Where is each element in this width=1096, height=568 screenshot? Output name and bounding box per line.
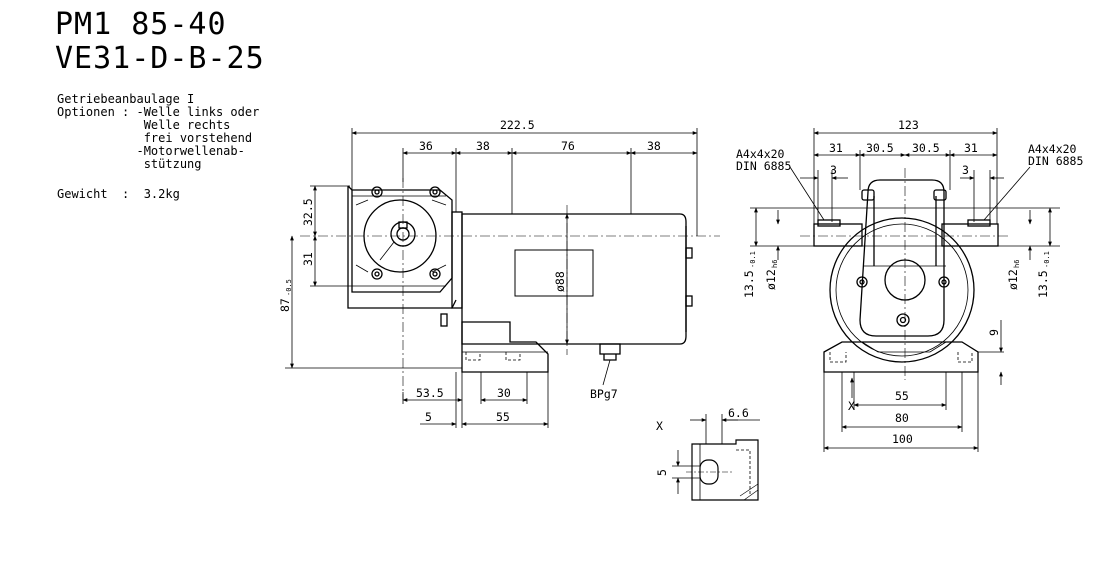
dim-30-5-right: 30.5 <box>912 141 940 155</box>
spec-options-2: Welle rechts <box>57 118 231 132</box>
spec-options-1: Optionen : -Welle links oder <box>57 105 260 119</box>
connector-label: BPg7 <box>590 387 618 401</box>
dim-13-5-left-tol: -0.1 <box>749 251 757 268</box>
key-spec-left-1: A4x4x20 <box>736 147 785 161</box>
dim-31: 31 <box>301 252 315 266</box>
key-spec-right-2: DIN 6885 <box>1028 154 1083 168</box>
dim-87-tolerance: -0.5 <box>285 279 293 296</box>
dim-shaft-dia-right: ø12 <box>1006 269 1020 290</box>
dim-total-length: 222.5 <box>500 118 535 132</box>
dim-38-right: 38 <box>647 139 661 153</box>
dim-key-3-left: 3 <box>830 163 837 177</box>
dim-76: 76 <box>561 139 575 153</box>
key-spec-left-2: DIN 6885 <box>736 159 791 173</box>
dim-13-5-left: 13.5 <box>742 270 756 298</box>
drawing-title-model: PM1 85-40 <box>55 7 227 42</box>
spec-options-3: frei vorstehend <box>57 131 253 145</box>
detail-x-label: X <box>656 419 663 433</box>
dim-shaft-dia-left: ø12 <box>764 269 778 290</box>
dim-front-80: 80 <box>895 411 909 425</box>
dim-13-5-right-tol: -0.1 <box>1043 251 1051 268</box>
dim-36: 36 <box>419 139 433 153</box>
spec-weight: Gewicht : 3.2kg <box>57 187 180 201</box>
dim-9: 9 <box>987 329 1001 336</box>
spec-mounting-position: Getriebeanbaulage I <box>57 92 195 106</box>
dim-123: 123 <box>898 118 919 132</box>
dim-key-3-right: 3 <box>962 163 969 177</box>
spec-options-5: stützung <box>57 157 202 171</box>
dim-87: 87 <box>278 298 292 312</box>
dim-53-5: 53.5 <box>416 386 444 400</box>
dim-38-left: 38 <box>476 139 490 153</box>
section-mark-x: X <box>848 399 855 413</box>
spec-options-4: -Motorwellenab- <box>57 144 245 158</box>
dim-31-left: 31 <box>829 141 843 155</box>
dim-front-100: 100 <box>892 432 913 446</box>
side-view <box>347 185 693 373</box>
dim-55: 55 <box>496 410 510 424</box>
dim-detail-5: 5 <box>655 469 669 476</box>
dim-31-right: 31 <box>964 141 978 155</box>
dim-shaft-dia-left-tol: h6 <box>771 260 779 268</box>
dim-13-5-right: 13.5 <box>1036 270 1050 298</box>
dim-shaft-dia-right-tol: h6 <box>1013 260 1021 268</box>
dim-30: 30 <box>497 386 511 400</box>
dim-6-6: 6.6 <box>728 406 749 420</box>
dim-32-5: 32.5 <box>301 198 315 226</box>
key-spec-right-1: A4x4x20 <box>1028 142 1077 156</box>
dim-30-5-left: 30.5 <box>866 141 894 155</box>
drawing-title-variant: VE31-D-B-25 <box>55 41 265 76</box>
dim-front-55: 55 <box>895 389 909 403</box>
dim-5: 5 <box>425 410 432 424</box>
front-view <box>813 179 999 373</box>
dim-motor-diameter: ø88 <box>553 271 567 292</box>
detail-x-view <box>691 439 759 501</box>
